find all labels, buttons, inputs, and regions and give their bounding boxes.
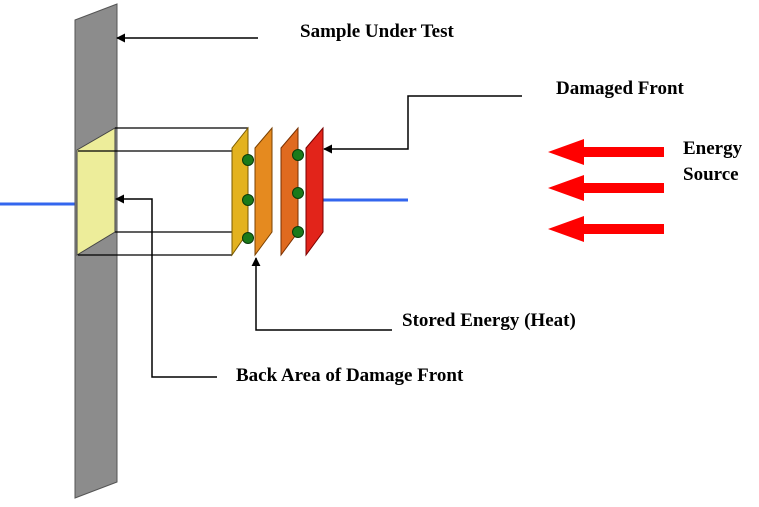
back-area-leader-arrow — [115, 194, 217, 378]
stored-energy-leader-arrow — [251, 257, 392, 331]
energy-source-label-line1: Energy — [683, 138, 743, 159]
heat-dot — [242, 194, 254, 206]
sample-label: Sample Under Test — [300, 21, 454, 42]
heat-dot — [242, 154, 254, 166]
back-area-patch — [76, 127, 116, 256]
back-area-label: Back Area of Damage Front — [236, 365, 464, 386]
heat-dot — [292, 149, 304, 161]
energy-arrow — [548, 175, 664, 201]
sample-plate — [74, 3, 118, 499]
energy-source-label-line2: Source — [683, 164, 739, 185]
heat-dot — [292, 226, 304, 238]
heat-dot — [292, 187, 304, 199]
front-layer-4 — [305, 126, 324, 257]
heat-dot — [242, 232, 254, 244]
front-layer-2 — [254, 126, 273, 257]
damaged-front-label: Damaged Front — [556, 78, 685, 99]
energy-arrow — [548, 139, 664, 165]
energy-arrow — [548, 216, 664, 242]
damaged-front-leader-arrow — [323, 95, 522, 154]
stored-energy-label: Stored Energy (Heat) — [402, 310, 576, 331]
